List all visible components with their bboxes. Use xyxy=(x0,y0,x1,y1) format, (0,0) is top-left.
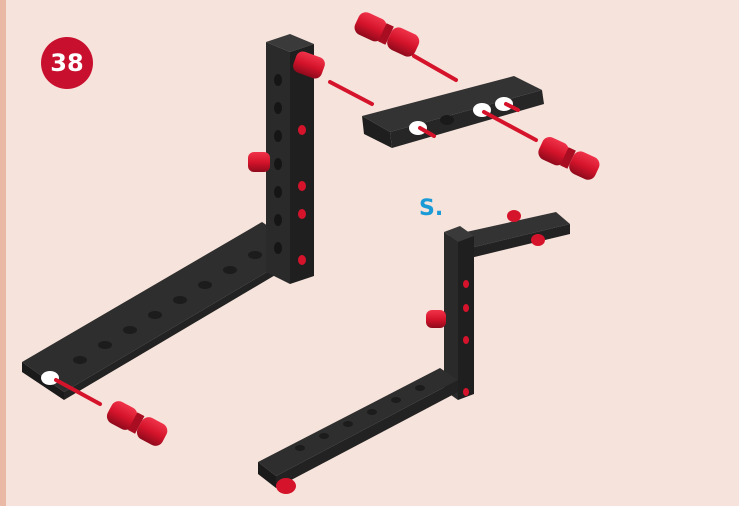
left-frame-assembly xyxy=(22,34,372,400)
connector-pin xyxy=(248,152,270,172)
connector-pin xyxy=(276,478,296,494)
step-number-badge: 38 xyxy=(41,37,93,89)
guide-line xyxy=(414,56,456,80)
connector-pin xyxy=(104,398,170,448)
connector-pin xyxy=(426,310,446,328)
connector-pin xyxy=(536,134,602,182)
short-angled-beam xyxy=(362,76,544,148)
guide-line xyxy=(484,112,536,140)
beam-end-hole xyxy=(41,371,59,385)
guide-line xyxy=(330,82,372,104)
long-horizontal-beam xyxy=(22,222,304,400)
callout-label: S. xyxy=(419,196,443,221)
connector-pin xyxy=(352,10,422,60)
